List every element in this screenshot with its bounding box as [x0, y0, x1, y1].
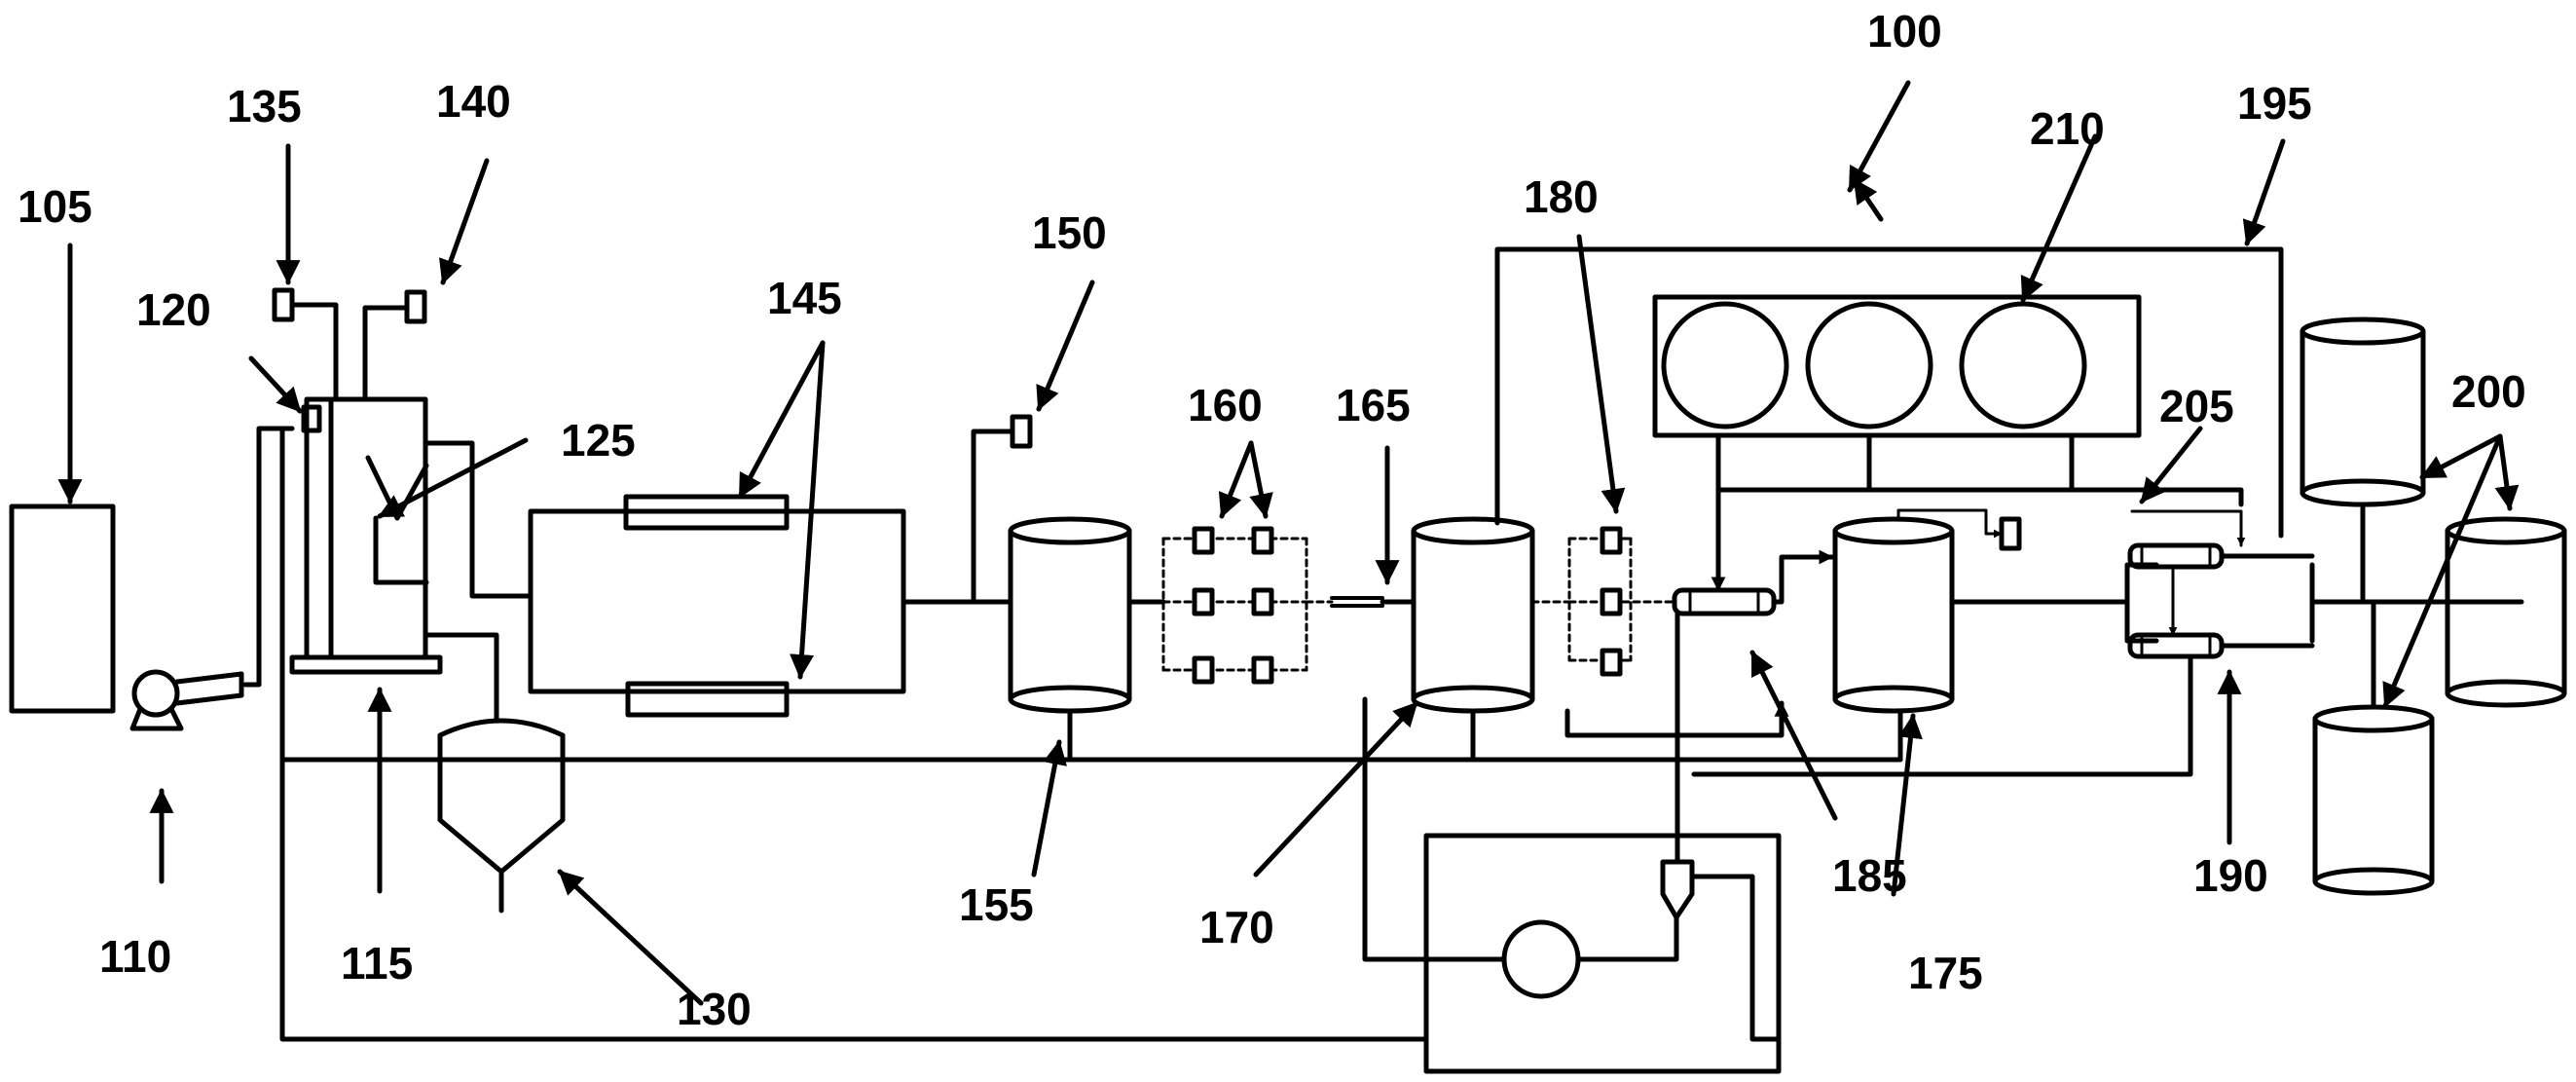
filter-145-upper: [623, 494, 790, 531]
sensor-135-line: [289, 302, 339, 402]
reactor-to-filters-line: [423, 440, 534, 599]
module-group-frame: [1949, 562, 2524, 644]
label-155: 155: [959, 879, 1034, 930]
tank-170: [1411, 516, 1535, 714]
label-130: 130: [677, 984, 752, 1034]
label-115: 115: [341, 938, 413, 989]
label-200: 200: [2451, 366, 2526, 417]
vessel-210-2: [1805, 301, 1933, 429]
vessel-bank-210: [1652, 294, 2142, 438]
filter-145-lower: [625, 681, 790, 718]
label-205: 205: [2159, 381, 2234, 431]
label-175: 175: [1908, 948, 1983, 998]
vessel-210-1: [1661, 301, 1789, 429]
sensor-150: [1010, 414, 1033, 449]
recycle-line-195: [1494, 246, 2284, 539]
sensor-135: [272, 287, 295, 322]
tank-155: [1008, 516, 1132, 714]
settler-130: [437, 718, 566, 875]
valve-array-160: [1161, 537, 1308, 672]
line-205-top: [2130, 509, 2246, 547]
label-165: 165: [1336, 380, 1411, 430]
label-150: 150: [1032, 207, 1107, 258]
reference-labels: 100 105 110 115 120 125 130 135 140 145 …: [18, 6, 2526, 1034]
label-135: 135: [227, 81, 302, 131]
label-145: 145: [767, 273, 842, 323]
inline-element-165: [1330, 596, 1384, 608]
bottom-loop-line: [279, 426, 1429, 1042]
label-125: 125: [561, 415, 636, 466]
sensor-175-line: [1896, 508, 2004, 539]
sensor-120: [301, 404, 322, 433]
label-185: 185: [1832, 850, 1907, 901]
pump-riser-line: [256, 426, 295, 688]
label-140: 140: [436, 76, 511, 127]
label-110: 110: [99, 931, 171, 982]
heat-loop-line: [1362, 696, 1679, 962]
vessel-210-3: [1959, 301, 2087, 429]
sensor-150-line: [971, 429, 1015, 605]
bank-header-line: [1715, 432, 2244, 507]
valves-180: [1600, 526, 1623, 677]
label-190: 190: [2193, 850, 2268, 901]
circulator: [1501, 919, 1581, 999]
line-185-to-175: [1771, 549, 1835, 605]
tank-200-bottom: [2312, 704, 2435, 896]
label-170: 170: [1199, 902, 1274, 952]
module-190-lower: [2127, 632, 2225, 659]
sensor-175: [1999, 516, 2022, 551]
line-190-lower-return: [1691, 653, 2193, 777]
label-180: 180: [1524, 171, 1599, 222]
reactor-to-settler-line: [423, 632, 499, 724]
sensor-140: [404, 289, 427, 324]
label-210: 210: [2030, 103, 2105, 154]
valves-160: [1192, 526, 1274, 685]
heat-loop-box: [1423, 833, 1782, 1074]
reactor-115: [289, 396, 443, 675]
sensor-140-line: [362, 305, 410, 402]
tank-200-right: [2445, 516, 2567, 708]
tank-200-top: [2300, 317, 2426, 507]
pump-110: [129, 669, 244, 731]
label-100: 100: [1867, 6, 1942, 56]
label-120: 120: [136, 284, 211, 335]
leader-arrows: [57, 80, 2520, 1006]
label-195: 195: [2237, 78, 2312, 129]
feed-tank-105: [9, 504, 116, 714]
tank-175: [1832, 516, 1955, 714]
valve-icon-heat-loop: [1660, 859, 1695, 920]
label-160: 160: [1188, 380, 1263, 430]
filter-manifold: [528, 508, 906, 694]
label-105: 105: [18, 181, 92, 232]
